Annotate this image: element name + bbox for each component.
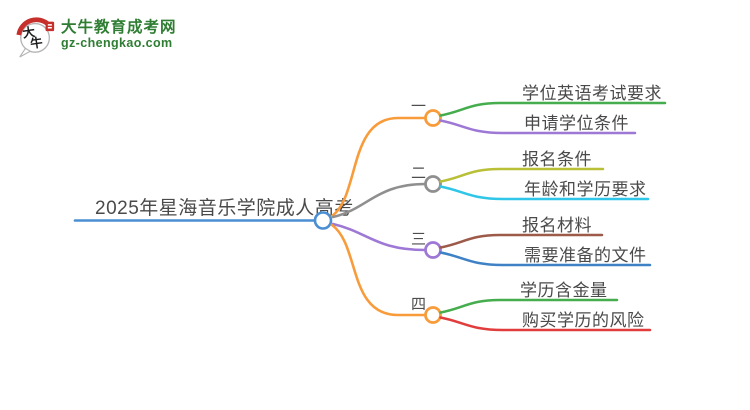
subtopic-label: 购买学历的风险 — [522, 311, 645, 330]
subtopic-line — [439, 119, 637, 135]
subtopic-line — [439, 298, 619, 314]
subtopic-label: 学历含金量 — [520, 281, 608, 300]
subtopic-label: 报名材料 — [522, 216, 592, 235]
logo-speech-bubble-icon: 大 牛 — [16, 17, 55, 58]
branch-2-circle — [424, 175, 442, 193]
branch-1: 一 学位英语考试要求 申请学位条件 — [330, 84, 667, 218]
branch-2-number-label: 二 — [411, 165, 426, 182]
root-node-label: 2025年星海音乐学院成人高考 — [95, 197, 354, 219]
logo-seal-mark — [47, 24, 52, 26]
branch-3-number-label: 三 — [411, 231, 426, 248]
logo-red-arc — [16, 17, 51, 36]
subtopic-line — [439, 101, 667, 117]
subtopic-line — [439, 316, 652, 332]
subtopic-line — [439, 251, 652, 267]
subtopic-line — [439, 167, 605, 183]
branch-4: 四 学历含金量 购买学历的风险 — [330, 223, 652, 332]
branch-3-circle — [424, 241, 442, 259]
root-node-circle — [313, 211, 333, 230]
logo-seal-stamp — [45, 21, 55, 32]
subtopic-label: 需要准备的文件 — [524, 246, 647, 265]
subtopic-label: 申请学位条件 — [524, 114, 629, 133]
subtopic-label: 学位英语考试要求 — [522, 84, 662, 103]
subtopic-label: 报名条件 — [522, 150, 592, 169]
branch-4-number-label: 四 — [411, 296, 426, 313]
branch-2-curve — [331, 182, 427, 219]
branch-1-number-label: 一 — [411, 98, 426, 115]
logo-char-top: 大 — [22, 24, 37, 41]
logo-bubble — [20, 22, 51, 53]
branch-3: 三 报名材料 需要准备的文件 — [331, 216, 652, 267]
branch-4-circle — [424, 306, 442, 324]
root-node: 2025年星海音乐学院成人高考 — [73, 197, 354, 230]
subtopic-line — [439, 233, 604, 249]
branch-2: 二 报名条件 年龄和学历要求 — [331, 150, 650, 219]
branch-1-circle — [424, 109, 442, 127]
logo-char-bottom: 牛 — [29, 34, 44, 51]
branch-3-curve — [331, 222, 427, 252]
branch-4-curve — [330, 223, 427, 317]
site-logo: 大 牛 大牛教育成考网 gz-chengkao.com — [15, 12, 177, 58]
logo-bubble-tail — [19, 47, 32, 58]
logo-domain-url: gz-chengkao.com — [61, 36, 173, 51]
subtopic-line — [439, 185, 650, 201]
logo-text-block: 大牛教育成考网 gz-chengkao.com — [61, 12, 177, 52]
branch-1-curve — [330, 116, 427, 218]
logo-seal-mark — [47, 26, 52, 29]
subtopic-label: 年龄和学历要求 — [524, 180, 647, 199]
logo-brand-name: 大牛教育成考网 — [61, 19, 177, 36]
